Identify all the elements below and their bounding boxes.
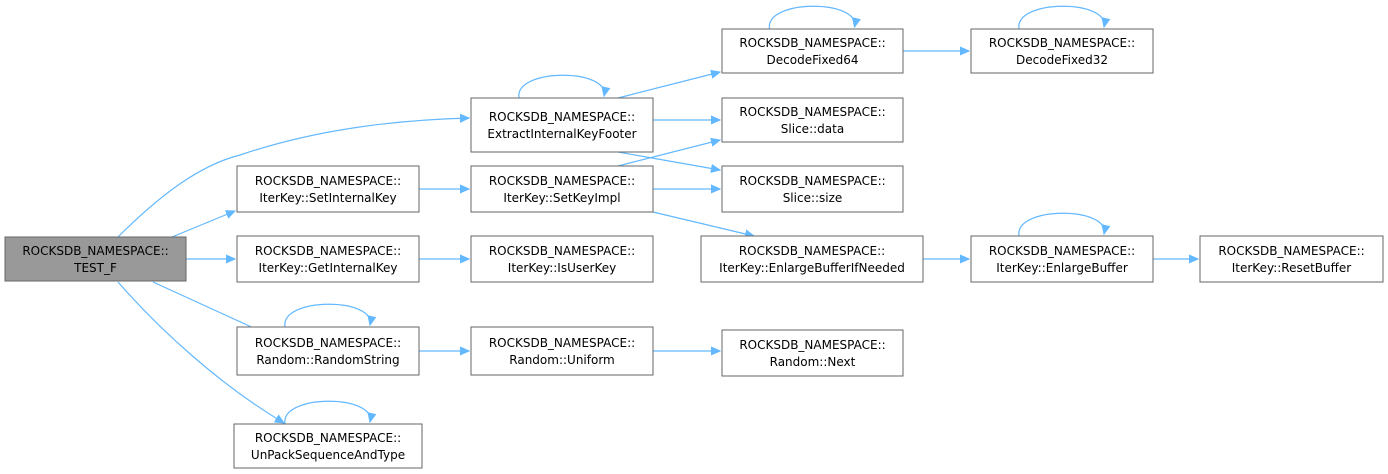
node-function-label: DecodeFixed32 <box>1016 53 1108 67</box>
node-namespace-label: ROCKSDB_NAMESPACE:: <box>739 244 885 258</box>
edge-test-f-to-extract-internal-key-footer <box>117 118 469 238</box>
edge-unpack-sequence-and-type-to-unpack-sequence-and-type <box>284 400 370 425</box>
node-iterkey-enlarge-buffer[interactable]: ROCKSDB_NAMESPACE::IterKey::EnlargeBuffe… <box>970 235 1154 283</box>
node-namespace-label: ROCKSDB_NAMESPACE:: <box>739 105 885 119</box>
node-namespace-label: ROCKSDB_NAMESPACE:: <box>489 174 635 188</box>
node-namespace-label: ROCKSDB_NAMESPACE:: <box>739 174 885 188</box>
node-function-label: ExtractInternalKeyFooter <box>487 127 636 141</box>
node-function-label: IterKey::EnlargeBufferIfNeeded <box>719 261 905 275</box>
node-decode-fixed64[interactable]: ROCKSDB_NAMESPACE::DecodeFixed64 <box>721 28 904 74</box>
node-extract-internal-key-footer[interactable]: ROCKSDB_NAMESPACE::ExtractInternalKeyFoo… <box>470 97 654 153</box>
node-namespace-label: ROCKSDB_NAMESPACE:: <box>1218 244 1364 258</box>
node-function-label: IterKey::EnlargeBuffer <box>996 261 1128 275</box>
node-slice-data[interactable]: ROCKSDB_NAMESPACE::Slice::data <box>721 97 904 143</box>
node-box <box>1199 235 1384 283</box>
node-namespace-label: ROCKSDB_NAMESPACE:: <box>739 36 885 50</box>
edge-iterkey-set-key-impl-to-iterkey-enlarge-buffer-if-needed <box>652 211 754 236</box>
node-namespace-label: ROCKSDB_NAMESPACE:: <box>255 174 401 188</box>
node-box <box>470 165 654 213</box>
node-namespace-label: ROCKSDB_NAMESPACE:: <box>989 244 1135 258</box>
node-iterkey-enlarge-buffer-if-needed[interactable]: ROCKSDB_NAMESPACE::IterKey::EnlargeBuffe… <box>700 235 924 283</box>
node-box <box>236 326 420 376</box>
node-namespace-label: ROCKSDB_NAMESPACE:: <box>255 336 401 350</box>
node-namespace-label: ROCKSDB_NAMESPACE:: <box>489 110 635 124</box>
node-namespace-label: ROCKSDB_NAMESPACE:: <box>22 244 168 258</box>
node-iterkey-set-key-impl[interactable]: ROCKSDB_NAMESPACE::IterKey::SetKeyImpl <box>470 165 654 213</box>
node-iterkey-set-internal-key[interactable]: ROCKSDB_NAMESPACE::IterKey::SetInternalK… <box>236 165 420 213</box>
node-function-label: UnPackSequenceAndType <box>251 448 405 462</box>
node-box <box>721 329 904 377</box>
node-namespace-label: ROCKSDB_NAMESPACE:: <box>489 244 635 258</box>
node-function-label: Random::Uniform <box>509 353 614 367</box>
node-box <box>470 326 654 376</box>
node-box <box>470 97 654 153</box>
node-iterkey-is-user-key[interactable]: ROCKSDB_NAMESPACE::IterKey::IsUserKey <box>470 235 654 283</box>
node-box <box>233 423 423 469</box>
nodes-layer: ROCKSDB_NAMESPACE::TEST_FROCKSDB_NAMESPA… <box>4 28 1384 469</box>
node-function-label: DecodeFixed64 <box>767 53 859 67</box>
node-box <box>4 236 187 282</box>
edge-iterkey-enlarge-buffer-to-iterkey-enlarge-buffer <box>1018 212 1104 237</box>
node-box <box>970 28 1154 74</box>
edge-test-f-to-unpack-sequence-and-type <box>117 281 284 423</box>
node-namespace-label: ROCKSDB_NAMESPACE:: <box>989 36 1135 50</box>
node-function-label: IterKey::GetInternalKey <box>259 261 398 275</box>
node-function-label: Random::RandomString <box>256 353 399 367</box>
edges-layer <box>117 5 1198 425</box>
edge-decode-fixed64-to-decode-fixed64 <box>768 5 854 30</box>
node-box <box>700 235 924 283</box>
edge-iterkey-set-key-impl-to-slice-data <box>617 140 720 167</box>
node-namespace-label: ROCKSDB_NAMESPACE:: <box>255 244 401 258</box>
node-function-label: Random::Next <box>770 355 856 369</box>
node-function-label: Slice::size <box>783 191 843 205</box>
node-test-f[interactable]: ROCKSDB_NAMESPACE::TEST_F <box>4 236 187 282</box>
node-function-label: Slice::data <box>781 122 844 136</box>
node-box <box>236 165 420 213</box>
node-unpack-sequence-and-type[interactable]: ROCKSDB_NAMESPACE::UnPackSequenceAndType <box>233 423 423 469</box>
node-box <box>721 165 904 213</box>
node-function-label: TEST_F <box>73 261 117 275</box>
edge-decode-fixed32-to-decode-fixed32 <box>1018 5 1104 30</box>
node-iterkey-reset-buffer[interactable]: ROCKSDB_NAMESPACE::IterKey::ResetBuffer <box>1199 235 1384 283</box>
node-iterkey-get-internal-key[interactable]: ROCKSDB_NAMESPACE::IterKey::GetInternalK… <box>236 235 420 283</box>
node-namespace-label: ROCKSDB_NAMESPACE:: <box>489 336 635 350</box>
node-box <box>721 97 904 143</box>
edge-test-f-to-random-random-string <box>152 281 269 336</box>
node-random-uniform[interactable]: ROCKSDB_NAMESPACE::Random::Uniform <box>470 326 654 376</box>
edge-random-random-string-to-random-random-string <box>284 303 370 328</box>
node-namespace-label: ROCKSDB_NAMESPACE:: <box>255 431 401 445</box>
edge-extract-internal-key-footer-to-slice-size <box>617 151 720 170</box>
node-slice-size[interactable]: ROCKSDB_NAMESPACE::Slice::size <box>721 165 904 213</box>
node-random-next[interactable]: ROCKSDB_NAMESPACE::Random::Next <box>721 329 904 377</box>
node-box <box>236 235 420 283</box>
node-random-random-string[interactable]: ROCKSDB_NAMESPACE::Random::RandomString <box>236 326 420 376</box>
edge-extract-internal-key-footer-to-decode-fixed64 <box>617 72 720 99</box>
node-decode-fixed32[interactable]: ROCKSDB_NAMESPACE::DecodeFixed32 <box>970 28 1154 74</box>
node-box <box>470 235 654 283</box>
node-box <box>970 235 1154 283</box>
edge-extract-internal-key-footer-to-extract-internal-key-footer <box>518 74 604 99</box>
node-function-label: IterKey::ResetBuffer <box>1232 261 1352 275</box>
node-box <box>721 28 904 74</box>
node-namespace-label: ROCKSDB_NAMESPACE:: <box>739 338 885 352</box>
node-function-label: IterKey::IsUserKey <box>508 261 616 275</box>
edge-test-f-to-iterkey-set-internal-key <box>171 211 235 238</box>
node-function-label: IterKey::SetInternalKey <box>259 191 396 205</box>
node-function-label: IterKey::SetKeyImpl <box>503 191 620 205</box>
